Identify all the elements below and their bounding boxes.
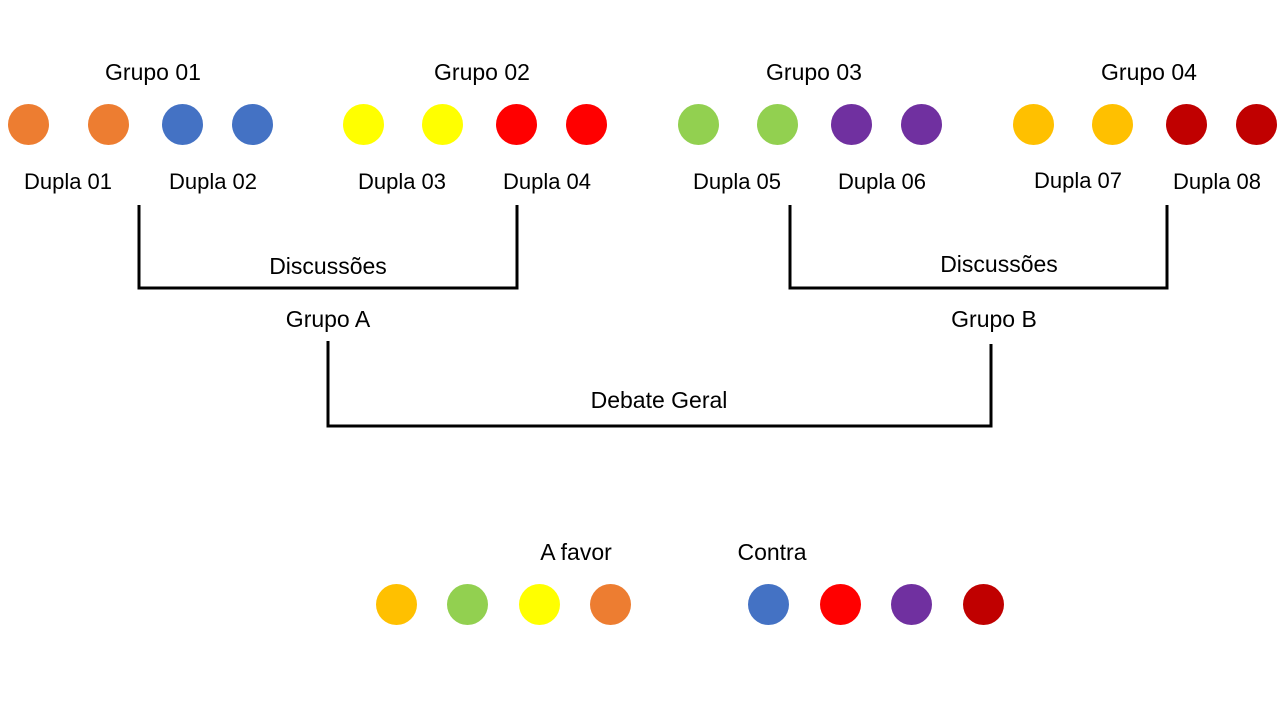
legend-contra-dot [891,584,932,625]
participant-dot [1013,104,1054,145]
group-04-title: Grupo 04 [1101,59,1197,85]
participant-dot [88,104,129,145]
participant-dot [901,104,942,145]
participant-dot [343,104,384,145]
debate-label: Debate Geral [590,387,728,413]
participant-dot [678,104,719,145]
bracket-right [788,205,1169,290]
participant-dot [232,104,273,145]
pair-label-01: Dupla 01 [23,169,113,194]
discussion-label-left: Discussões [269,253,387,279]
participant-dot [1092,104,1133,145]
legend-favor-dot [519,584,560,625]
participant-dot [566,104,607,145]
bracket-left [137,205,519,290]
legend-favor-dot [447,584,488,625]
legend-favor-dot [376,584,417,625]
participant-dot [1236,104,1277,145]
participant-dot [162,104,203,145]
group-01-title: Grupo 01 [105,59,201,85]
legend-favor-dot [590,584,631,625]
participant-dot [8,104,49,145]
pair-label-06: Dupla 06 [837,169,927,194]
pair-label-02: Dupla 02 [168,169,258,194]
participant-dot [831,104,872,145]
pair-label-08: Dupla 08 [1172,169,1262,194]
discussion-label-right: Discussões [940,251,1058,277]
pair-label-04: Dupla 04 [502,169,592,194]
legend-contra-label: Contra [737,539,807,565]
pair-label-03: Dupla 03 [357,169,447,194]
participant-dot [422,104,463,145]
pair-label-07: Dupla 07 [1033,168,1123,193]
legend-contra-dot [820,584,861,625]
group-02-title: Grupo 02 [434,59,530,85]
participant-dot [757,104,798,145]
legend-contra-dot [963,584,1004,625]
merged-group-a: Grupo A [285,306,371,332]
pair-label-05: Dupla 05 [692,169,782,194]
group-03-title: Grupo 03 [766,59,862,85]
legend-contra-dot [748,584,789,625]
legend-favor-label: A favor [540,539,612,565]
bracket-debate [326,341,993,428]
merged-group-b: Grupo B [951,306,1037,332]
participant-dot [496,104,537,145]
participant-dot [1166,104,1207,145]
